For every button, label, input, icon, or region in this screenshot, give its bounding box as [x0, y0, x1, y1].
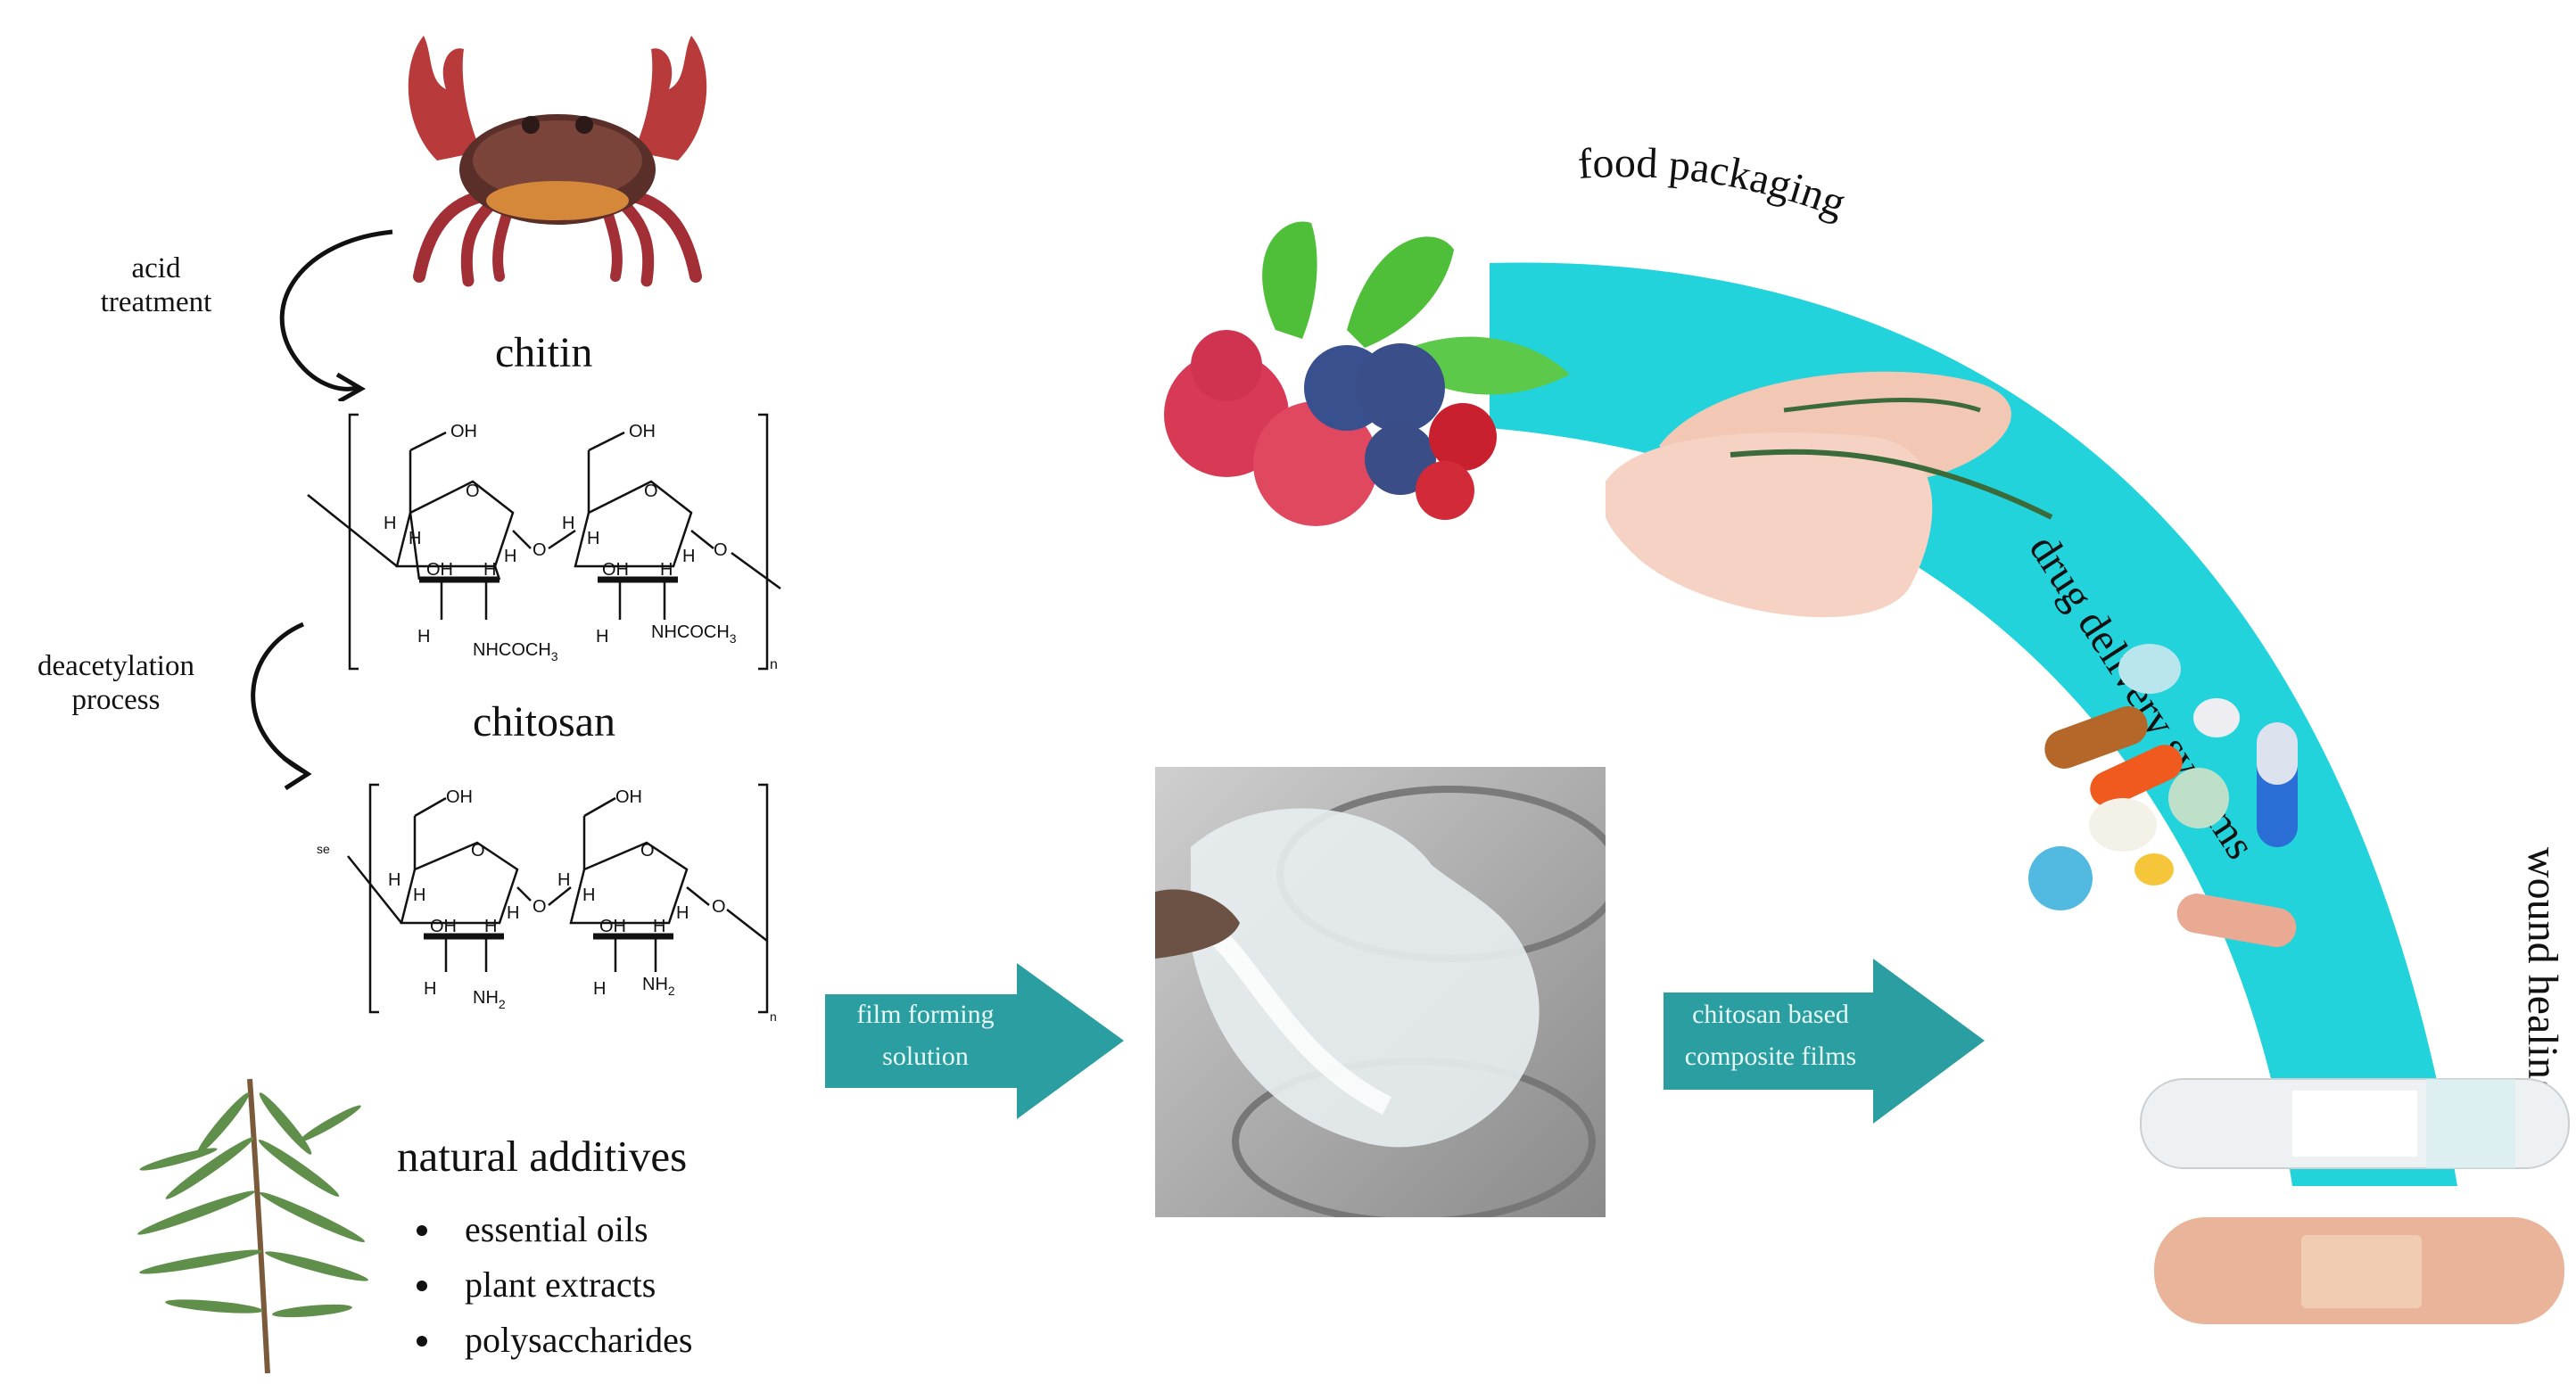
chitosan-bonds [347, 783, 769, 1014]
chitosan-o-ring-2: O [640, 841, 655, 861]
deacetylation-arrow [251, 622, 312, 791]
pills-illustration [2028, 644, 2298, 947]
bandages-illustration [2140, 1078, 2570, 1324]
chitin-bonds [307, 413, 781, 671]
chitin-o-ring-2: O [644, 482, 658, 501]
chitosan-nh2-1: NH2 [473, 988, 506, 1011]
natural-additives-title: natural additives [397, 1132, 688, 1181]
chitin-h-2: H [409, 529, 421, 548]
chitosan-o-end: O [712, 897, 726, 917]
chitosan-h-5: H [557, 870, 570, 890]
composite-films-arrow [1664, 959, 1985, 1124]
composite-films-label: chitosan based composite films [1684, 1000, 1857, 1071]
chitosan-h-10: H [593, 979, 606, 999]
chitin-h-1: H [384, 514, 396, 533]
chitin-h-6: H [587, 529, 599, 548]
chitosan-se: se [317, 842, 330, 856]
chitin-h-8: H [682, 547, 695, 566]
chitin-oh-1: OH [450, 422, 477, 441]
chitosan-o-link: O [533, 897, 547, 917]
chitosan-oh-3: OH [430, 917, 457, 936]
chitin-o-link: O [533, 540, 547, 560]
chitin-structure: OH OH O O O O H H OH H H H H OH H H H H … [307, 413, 781, 672]
food-packaging-label: food packaging [1576, 139, 1852, 227]
berries-icon [1164, 221, 1570, 526]
crab-illustration [408, 36, 707, 287]
chitosan-structure: OH OH O O O O se H H OH H H H H OH H H H… [317, 783, 777, 1024]
chitosan-title: chitosan [473, 698, 615, 745]
film-shape [1191, 808, 1540, 1148]
chitin-o-end: O [714, 540, 728, 560]
chitin-oh-2: OH [629, 422, 656, 441]
chitin-oh-3: OH [426, 560, 453, 580]
chitosan-h-3: H [484, 917, 497, 936]
pills-icon [2028, 644, 2298, 947]
list-item: essential oils [406, 1202, 692, 1257]
chitosan-n: n [770, 1009, 777, 1024]
acid-treatment-arrow [279, 229, 393, 401]
acid-treatment-label: acid treatment [100, 252, 212, 318]
rosemary-illustration [137, 1078, 368, 1374]
chitin-h-3: H [483, 560, 496, 580]
chitin-h-9: H [417, 627, 430, 647]
fingers [1155, 889, 1240, 959]
film-forming-label: film forming solution [856, 1000, 995, 1071]
chitosan-h-9: H [424, 979, 436, 999]
chitin-title: chitin [495, 329, 593, 376]
chitin-n: n [770, 657, 778, 672]
chitin-nhcoch3-2: NHCOCH3 [651, 622, 737, 646]
chitin-atom-labels: OH OH O O O O H H OH H H H H OH H H H H … [384, 422, 778, 672]
chitosan-atom-labels: OH OH O O O O se H H OH H H H H OH H H H… [317, 787, 777, 1024]
chicken-illustration [1606, 371, 2053, 618]
list-item: plant extracts [406, 1257, 692, 1313]
chicken-icon [1606, 371, 2053, 618]
chitosan-nh2-2: NH2 [642, 975, 675, 998]
crab-icon [408, 36, 707, 287]
chitosan-oh-1: OH [446, 787, 473, 807]
chitin-oh-4: OH [602, 560, 629, 580]
chitosan-film-photo [1155, 767, 1606, 1217]
chitin-h-7: H [660, 560, 673, 580]
chitin-h-4: H [504, 547, 516, 566]
chitosan-h-2: H [413, 885, 425, 905]
chitosan-h-7: H [653, 917, 665, 936]
chitin-h-10: H [596, 627, 608, 647]
chitosan-o-ring-1: O [471, 841, 485, 861]
chitosan-oh-2: OH [615, 787, 642, 807]
chitin-nhcoch3-1: NHCOCH3 [473, 640, 558, 663]
chitin-h-5: H [562, 514, 574, 533]
film-forming-arrow [825, 963, 1124, 1119]
chitin-o-ring-1: O [466, 482, 480, 501]
rosemary-icon [137, 1078, 368, 1374]
chitosan-oh-4: OH [599, 917, 626, 936]
deacetylation-label: deacetylation process [37, 650, 194, 716]
chitosan-h-6: H [582, 885, 595, 905]
natural-additives-list: essential oils plant extracts polysaccha… [406, 1202, 692, 1368]
berries-illustration [1164, 221, 1570, 526]
chitosan-h-1: H [388, 870, 400, 890]
food-packaging-label-wrap: food packaging [1576, 139, 1852, 227]
bandage-icon [2140, 1078, 2570, 1324]
chitosan-h-4: H [507, 903, 519, 923]
list-item: polysaccharides [406, 1313, 692, 1368]
chitosan-h-8: H [676, 903, 689, 923]
